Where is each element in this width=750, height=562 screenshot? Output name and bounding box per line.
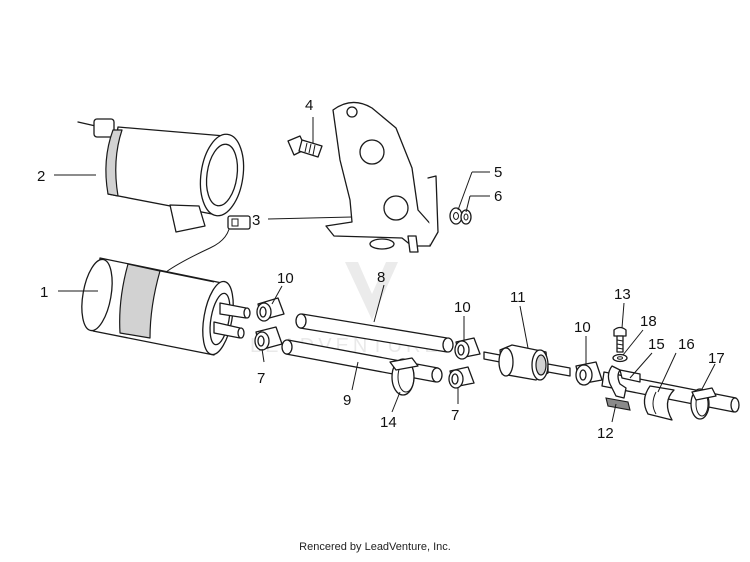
part-2-fuel-solenoid [77,118,251,273]
callout-18: 18 [640,313,657,330]
callout-6: 6 [494,188,502,205]
clamp-pair-left [254,297,285,351]
callout-16: 16 [678,336,695,353]
part-3-bracket [325,101,439,253]
part-14-hose-clamp [389,357,419,396]
callout-13: 13 [614,286,631,303]
callout-5: 5 [494,164,502,181]
callout-15: 15 [648,336,665,353]
callout-7-left: 7 [257,370,265,387]
callout-7-middle: 7 [451,407,459,424]
callout-14: 14 [380,414,397,431]
part-5-6-nut-washer [449,207,472,225]
part-18-washer [612,353,628,363]
part-16-clamp [643,385,675,421]
render-credit: Rencered by LeadVenture, Inc. [299,541,451,553]
callout-labels: 1 2 3 4 5 6 7 7 8 9 10 10 10 11 12 13 14… [37,97,725,442]
callout-4: 4 [305,97,313,114]
part-11-fuel-filter [483,344,571,381]
callout-10-left: 10 [277,270,294,287]
callout-9: 9 [343,392,351,409]
callout-12: 12 [597,425,614,442]
clamp-pair-middle [448,337,481,389]
callout-10-middle: 10 [454,299,471,316]
callout-1: 1 [40,284,48,301]
callout-2: 2 [37,168,45,185]
callout-10-right: 10 [574,319,591,336]
part-17-hose-clamp [690,387,717,420]
part-1-fuel-pump [81,257,251,356]
part-4-bolt [287,135,323,158]
leader-lines [54,117,716,423]
part-8-upper-hose [295,313,454,353]
clamp-right [575,361,603,386]
callout-11: 11 [510,289,526,306]
callout-3: 3 [252,212,260,229]
part-13-screw [613,326,627,353]
callout-8: 8 [377,269,385,286]
callout-17: 17 [708,350,725,367]
